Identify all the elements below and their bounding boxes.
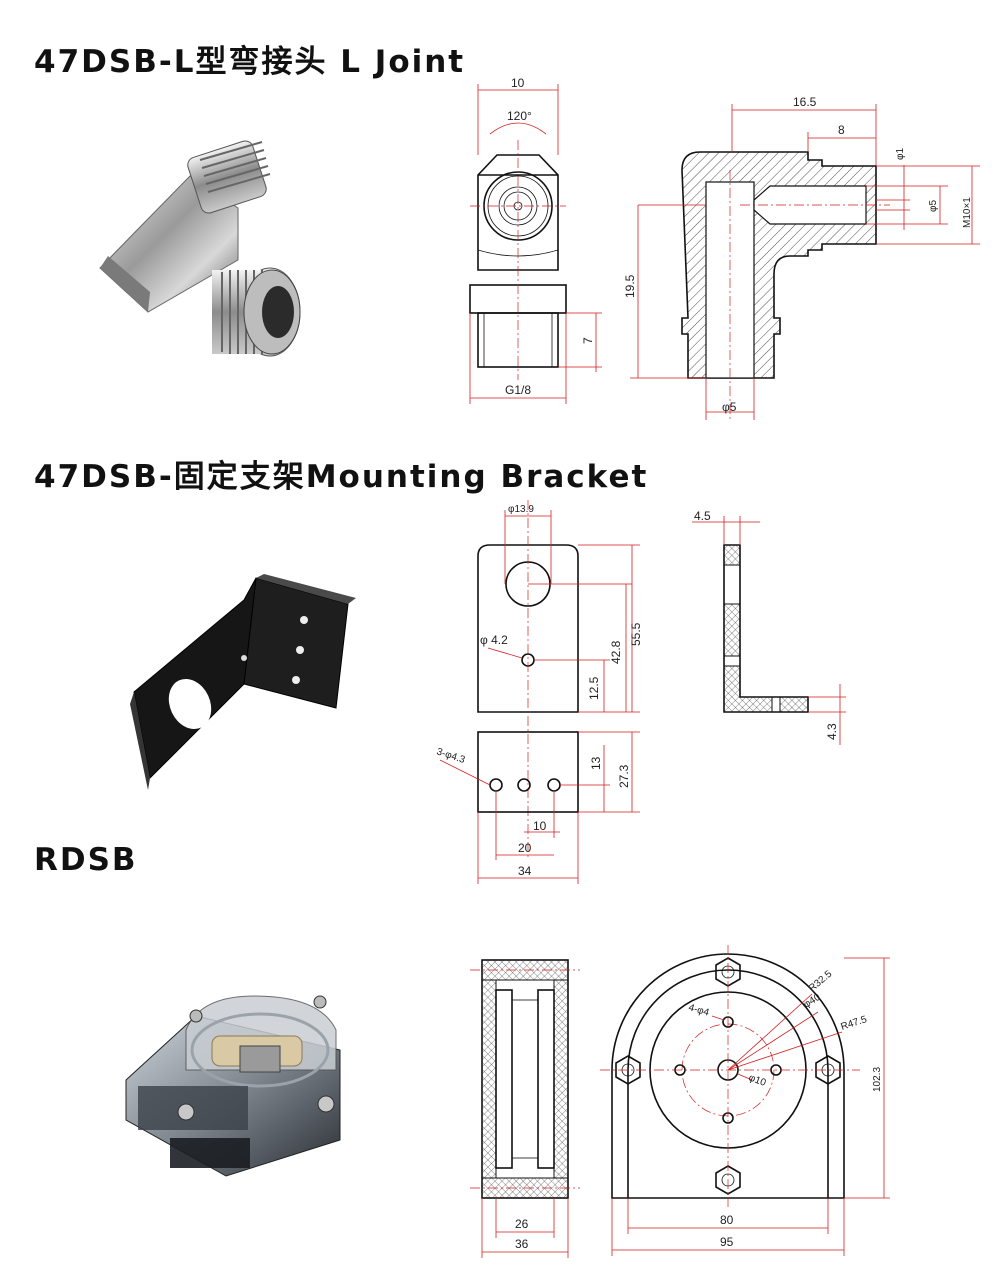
dim-w-inner: 26 — [515, 1217, 529, 1231]
mounting-bracket-side-view — [692, 516, 846, 745]
dim-h-hole: 12.5 — [587, 676, 601, 700]
dim-holes4: 4-φ4 — [687, 1002, 711, 1018]
section-title-l-joint: 47DSB-L型弯接头 L Joint — [34, 44, 466, 80]
dim-height: 102.3 — [872, 1067, 883, 1092]
dim-height-main: 19.5 — [623, 274, 637, 298]
mounting-bracket-photo — [130, 574, 356, 790]
dim-holes: 3-φ4.3 — [435, 746, 467, 766]
dim-dia-hole: φ 4.2 — [480, 633, 508, 647]
dim-len-total: 16.5 — [793, 95, 817, 109]
l-joint-section-view — [630, 104, 980, 420]
rdsb-photo — [125, 995, 341, 1177]
dim-h-total: 55.5 — [629, 622, 643, 646]
dim-pitch: 10 — [533, 819, 547, 833]
dim-dia-mid: φ5 — [928, 200, 939, 212]
dim-w-total: 95 — [720, 1235, 734, 1249]
dim-top-width: 10 — [511, 76, 525, 90]
dim-dia-big: φ13.9 — [508, 504, 534, 515]
dim-thick: 4.5 — [694, 509, 711, 523]
rdsb-front-view — [600, 945, 890, 1256]
dim-thick-small: 4.3 — [825, 723, 839, 740]
mounting-bracket-bottom-view — [439, 731, 640, 884]
dim-h-small: 13 — [589, 756, 603, 770]
dim-thread-main: M10×1 — [962, 197, 973, 228]
dim-dia-small: φ1 — [895, 148, 906, 160]
dim-thread: G1/8 — [505, 383, 531, 397]
section-title-mounting-bracket: 47DSB-固定支架Mounting Bracket — [34, 459, 649, 495]
section-title-rdsb: RDSB — [34, 842, 138, 878]
dim-d10: φ10 — [747, 1072, 768, 1089]
dim-height-small: 7 — [581, 337, 595, 344]
dim-width: 34 — [518, 864, 532, 878]
dim-h-big: 27.3 — [617, 764, 631, 788]
dim-angle: 120° — [507, 109, 532, 123]
dim-dia-bottom: φ5 — [722, 400, 737, 414]
mounting-bracket-front-view — [477, 500, 640, 860]
dim-w-outer: 36 — [515, 1237, 529, 1251]
l-joint-front-view — [469, 84, 602, 404]
dim-w-mid: 80 — [720, 1213, 734, 1227]
dim-r2: R47.5 — [840, 1014, 869, 1033]
dim-span: 20 — [518, 841, 532, 855]
dim-len-short: 8 — [838, 123, 845, 137]
dim-d40: φ40 — [802, 992, 823, 1011]
dim-r1: R32.5 — [807, 968, 835, 994]
dim-h-mid: 42.8 — [609, 640, 623, 664]
rdsb-side-view — [470, 959, 580, 1258]
l-joint-photo — [99, 140, 301, 357]
